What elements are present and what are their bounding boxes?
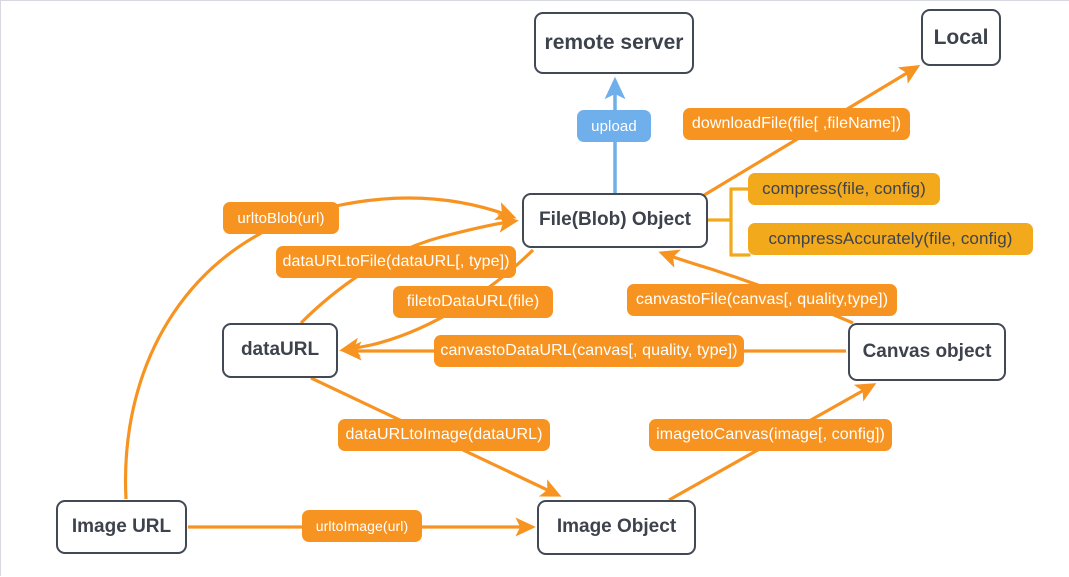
- pill-compress[interactable]: compress(file, config): [748, 173, 940, 205]
- edge-file-compress-bracket: [706, 187, 751, 257]
- pill-upload[interactable]: upload: [577, 110, 651, 142]
- node-image-url[interactable]: Image URL: [56, 500, 187, 554]
- pill-url-to-image[interactable]: urltoImage(url): [302, 510, 422, 542]
- node-image-object[interactable]: Image Object: [537, 500, 696, 555]
- node-remote-server[interactable]: remote server: [534, 12, 694, 74]
- edge-dataurl-to-file: [299, 213, 519, 325]
- node-local[interactable]: Local: [921, 9, 1001, 66]
- pill-canvas-to-dataurl[interactable]: canvastoDataURL(canvas[, quality, type]): [434, 335, 744, 367]
- node-dataurl[interactable]: dataURL: [222, 323, 338, 378]
- pill-dataurl-to-file[interactable]: dataURLtoFile(dataURL[, type]): [276, 246, 516, 278]
- pill-url-to-blob[interactable]: urltoBlob(url): [223, 202, 339, 234]
- pill-file-to-dataurl[interactable]: filetoDataURL(file): [393, 286, 553, 318]
- pill-dataurl-to-image[interactable]: dataURLtoImage(dataURL): [338, 419, 550, 451]
- node-canvas-object[interactable]: Canvas object: [848, 323, 1006, 381]
- pill-image-to-canvas[interactable]: imagetoCanvas(image[, config]): [649, 419, 892, 451]
- pill-compress-accurately[interactable]: compressAccurately(file, config): [748, 223, 1033, 255]
- node-file-blob-object[interactable]: File(Blob) Object: [522, 193, 708, 248]
- pill-download-file[interactable]: downloadFile(file[ ,fileName]): [683, 108, 910, 140]
- pill-canvas-to-file[interactable]: canvastoFile(canvas[, quality,type]): [627, 284, 897, 316]
